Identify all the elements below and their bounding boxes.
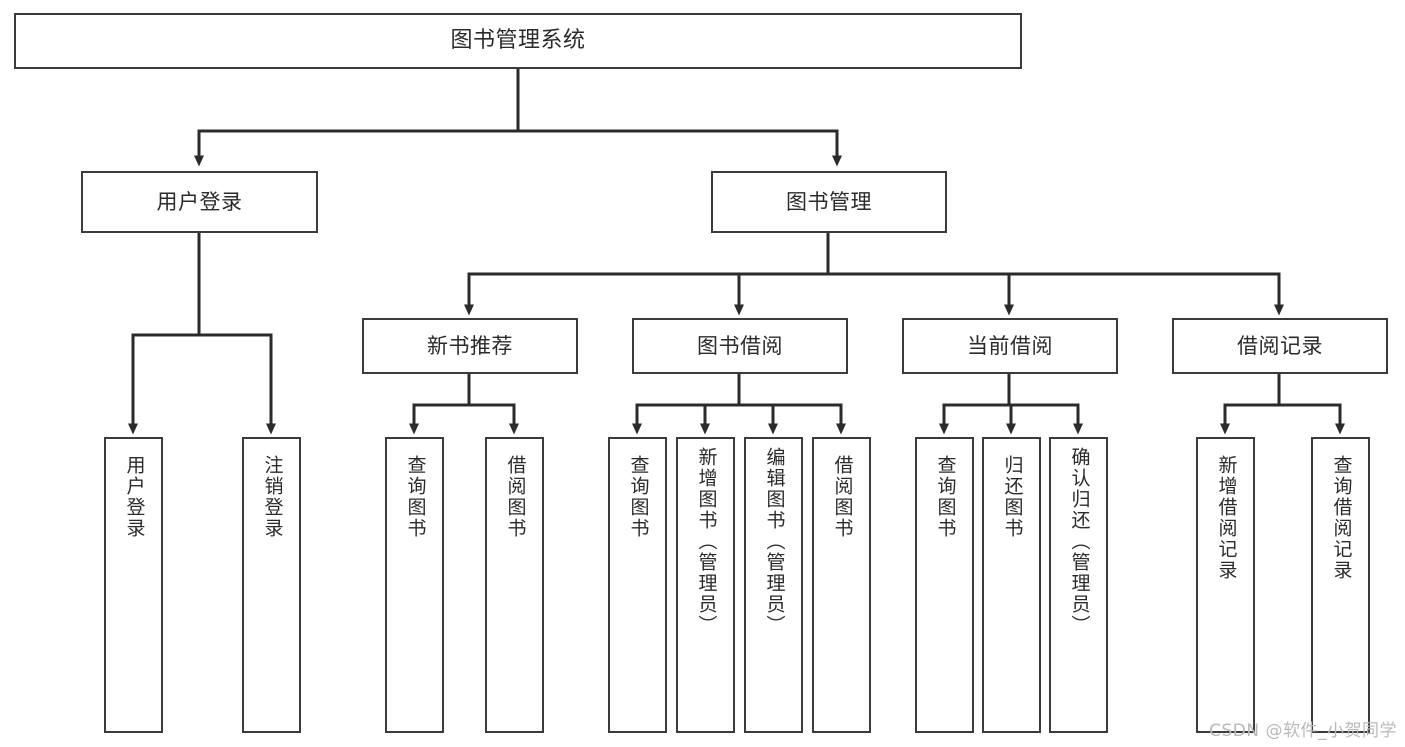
node-book-borrow[interactable]: 图书借阅 <box>632 318 848 374</box>
node-leaf-add-record[interactable]: 新增借阅记录 <box>1196 437 1255 733</box>
node-leaf-edit-book-label: 编辑图书（管理员） <box>763 447 786 636</box>
node-current-borrow[interactable]: 当前借阅 <box>902 318 1118 374</box>
node-leaf-query-book-3[interactable]: 查询图书 <box>915 437 974 733</box>
node-leaf-edit-book[interactable]: 编辑图书（管理员） <box>744 437 803 733</box>
node-leaf-query-book-2[interactable]: 查询图书 <box>608 437 667 733</box>
node-leaf-user-login-label: 用户登录 <box>123 455 146 539</box>
node-leaf-confirm-return[interactable]: 确认归还（管理员） <box>1049 437 1108 733</box>
node-leaf-confirm-return-label: 确认归还（管理员） <box>1068 447 1091 636</box>
node-new-book-rec-label: 新书推荐 <box>427 333 513 358</box>
node-leaf-query-book-2-label: 查询图书 <box>627 455 650 539</box>
node-leaf-add-book-label: 新增图书（管理员） <box>695 447 718 636</box>
node-leaf-borrow-book-1-label: 借阅图书 <box>504 455 527 539</box>
node-borrow-record-label: 借阅记录 <box>1237 333 1323 358</box>
node-leaf-query-book-1-label: 查询图书 <box>404 455 427 539</box>
node-leaf-user-logout[interactable]: 注销登录 <box>242 437 301 733</box>
node-user-login[interactable]: 用户登录 <box>81 171 318 233</box>
csdn-watermark: CSDN @软件_小贺同学 <box>1209 721 1397 741</box>
node-root[interactable]: 图书管理系统 <box>14 13 1022 69</box>
node-leaf-return-book-label: 归还图书 <box>1001 455 1024 539</box>
node-new-book-rec[interactable]: 新书推荐 <box>362 318 578 374</box>
node-leaf-borrow-book-2[interactable]: 借阅图书 <box>812 437 871 733</box>
node-book-borrow-label: 图书借阅 <box>697 333 783 358</box>
node-leaf-query-book-3-label: 查询图书 <box>934 455 957 539</box>
node-leaf-user-login[interactable]: 用户登录 <box>104 437 163 733</box>
node-leaf-query-record[interactable]: 查询借阅记录 <box>1311 437 1370 733</box>
node-leaf-return-book[interactable]: 归还图书 <box>982 437 1041 733</box>
node-leaf-add-record-label: 新增借阅记录 <box>1215 455 1238 581</box>
node-current-borrow-label: 当前借阅 <box>967 333 1053 358</box>
node-leaf-user-logout-label: 注销登录 <box>261 455 284 539</box>
node-leaf-borrow-book-1[interactable]: 借阅图书 <box>485 437 544 733</box>
node-leaf-query-record-label: 查询借阅记录 <box>1330 455 1353 581</box>
node-borrow-record[interactable]: 借阅记录 <box>1172 318 1388 374</box>
node-leaf-borrow-book-2-label: 借阅图书 <box>831 455 854 539</box>
node-root-label: 图书管理系统 <box>450 28 586 54</box>
node-book-manage-label: 图书管理 <box>786 189 872 214</box>
node-user-login-label: 用户登录 <box>156 189 243 214</box>
node-leaf-add-book[interactable]: 新增图书（管理员） <box>676 437 735 733</box>
node-book-manage[interactable]: 图书管理 <box>711 171 947 233</box>
node-leaf-query-book-1[interactable]: 查询图书 <box>385 437 444 733</box>
